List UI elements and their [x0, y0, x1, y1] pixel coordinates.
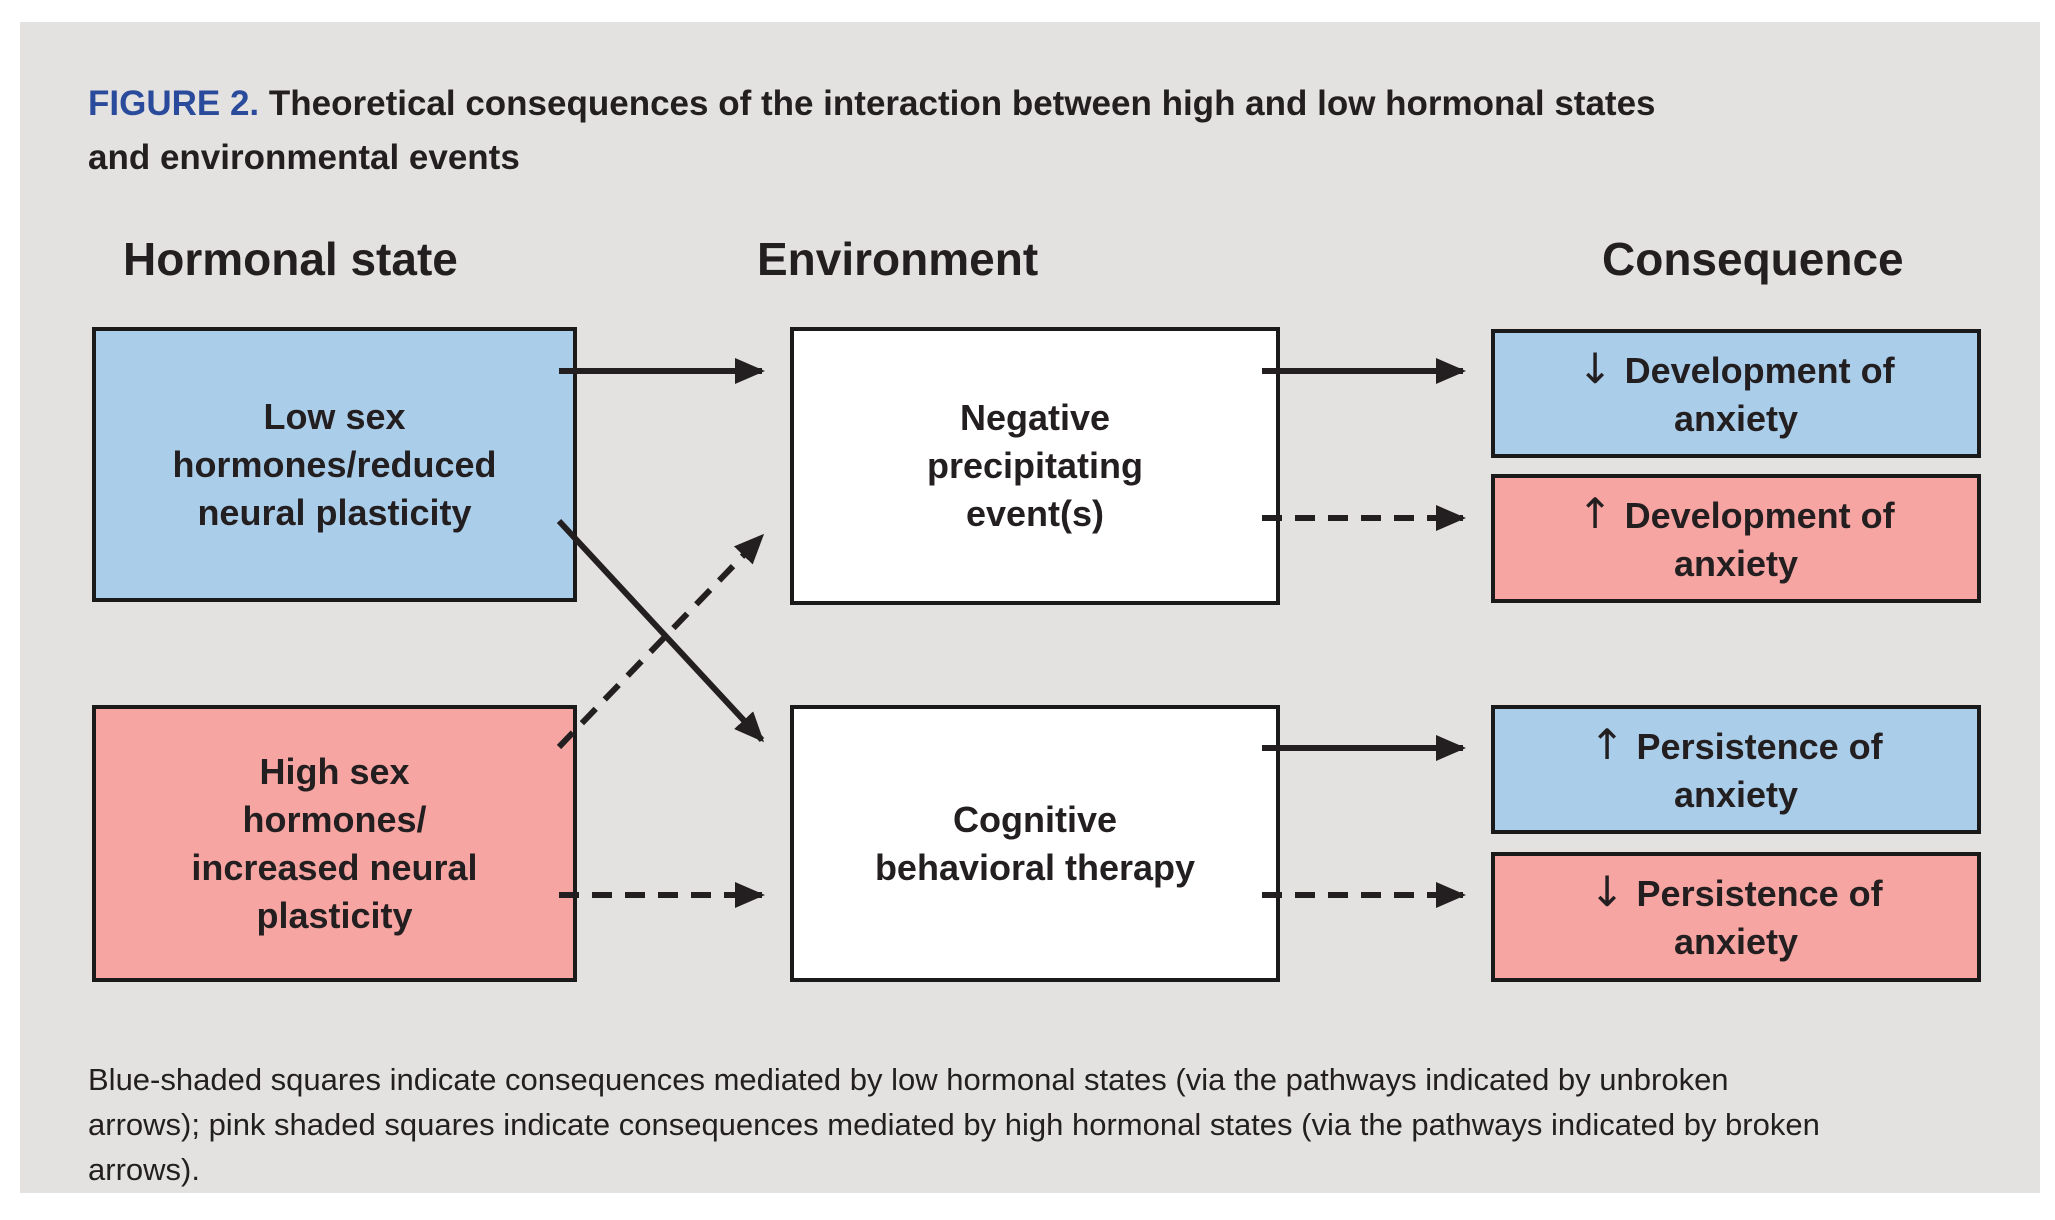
box-negative-precipitating-events-label: Negative precipitating event(s) — [926, 397, 1144, 534]
down-arrow-icon: ↓ — [1577, 343, 1613, 393]
box-decreased-development-of-anxiety: ↓Development of anxiety — [1491, 329, 1981, 458]
figure-title-text: Theoretical consequences of the interact… — [88, 84, 1656, 177]
column-header-consequence: Consequence — [1602, 233, 1904, 285]
box-decreased-persistence-of-anxiety-label: ↓Persistence of anxiety — [1589, 867, 1883, 963]
down-arrow-icon: ↓ — [1589, 867, 1625, 916]
column-header-hormonal-state: Hormonal state — [123, 233, 458, 285]
box-low-sex-hormones: Low sex hormones/reduced neural plastici… — [92, 327, 577, 602]
column-header-environment: Environment — [757, 233, 1039, 285]
box-decreased-development-of-anxiety-label: ↓Development of anxiety — [1577, 343, 1895, 439]
box-increased-development-of-anxiety-label: ↑Development of anxiety — [1577, 488, 1895, 584]
box-negative-precipitating-events: Negative precipitating event(s) — [790, 327, 1280, 605]
figure-number-label: FIGURE 2. — [88, 84, 260, 123]
box-high-sex-hormones-label: High sex hormones/ increased neural plas… — [191, 750, 478, 936]
box-cognitive-behavioral-therapy: Cognitive behavioral therapy — [790, 705, 1280, 982]
box-increased-persistence-of-anxiety: ↑Persistence of anxiety — [1491, 705, 1981, 834]
figure-title: FIGURE 2. Theoretical consequences of th… — [88, 77, 1688, 185]
box-low-sex-hormones-label: Low sex hormones/reduced neural plastici… — [172, 395, 497, 533]
figure-panel: FIGURE 2. Theoretical consequences of th… — [20, 22, 2040, 1193]
box-increased-development-of-anxiety: ↑Development of anxiety — [1491, 474, 1981, 603]
box-cognitive-behavioral-therapy-label: Cognitive behavioral therapy — [874, 798, 1196, 888]
box-decreased-persistence-of-anxiety: ↓Persistence of anxiety — [1491, 852, 1981, 982]
box-high-sex-hormones: High sex hormones/ increased neural plas… — [92, 705, 577, 982]
up-arrow-icon: ↑ — [1577, 488, 1613, 538]
figure-caption: Blue-shaded squares indicate consequence… — [88, 1062, 1820, 1187]
up-arrow-icon: ↑ — [1589, 719, 1625, 769]
box-increased-persistence-of-anxiety-label: ↑Persistence of anxiety — [1589, 719, 1883, 815]
